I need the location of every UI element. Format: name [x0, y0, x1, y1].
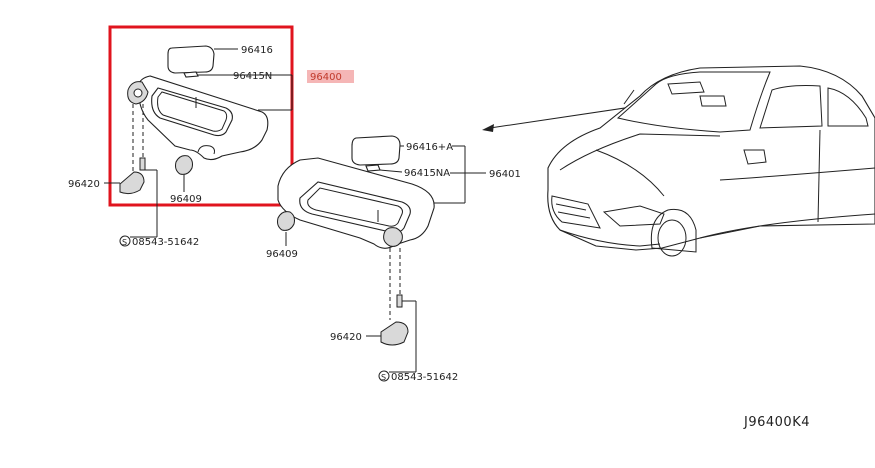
left-visor-assembly: [104, 25, 294, 237]
label-96416a: 96416+A: [406, 142, 453, 153]
right-mirror-cover-part: [351, 135, 401, 166]
svg-text:S: S: [381, 373, 386, 382]
label-96416: 96416: [241, 45, 273, 56]
left-visor-mirror: [151, 87, 233, 137]
svg-text:S: S: [122, 238, 127, 247]
mirror-cover-part: [167, 45, 215, 74]
label-96401: 96401: [489, 169, 521, 180]
lamp-lens-part: [183, 71, 199, 78]
label-96400: 96400: [310, 72, 342, 83]
label-96420-left: 96420: [68, 179, 100, 190]
highlight-frame: [108, 25, 294, 207]
car-illustration: [482, 65, 875, 257]
label-screw-left: 08543-51642: [132, 237, 199, 248]
label-96409-right: 96409: [266, 249, 298, 260]
screw-symbol-right: [378, 370, 390, 382]
right-lamp-lens-part: [365, 164, 381, 172]
right-visor-clip: [277, 211, 295, 231]
label-96420-right: 96420: [330, 332, 362, 343]
label-96415na: 96415NA: [404, 168, 450, 179]
screw-symbol-left: [119, 235, 131, 247]
right-visor-holder: [380, 321, 409, 346]
left-visor-holder: [119, 171, 145, 195]
label-screw-right: 08543-51642: [391, 372, 458, 383]
label-96415n: 96415N: [233, 71, 272, 82]
right-visor-assembly: [277, 135, 435, 372]
left-visor-clip: [175, 155, 193, 175]
label-96409-left: 96409: [170, 194, 202, 205]
diagram-code: J96400K4: [743, 415, 810, 430]
highlight-tag-96400: [307, 70, 354, 83]
